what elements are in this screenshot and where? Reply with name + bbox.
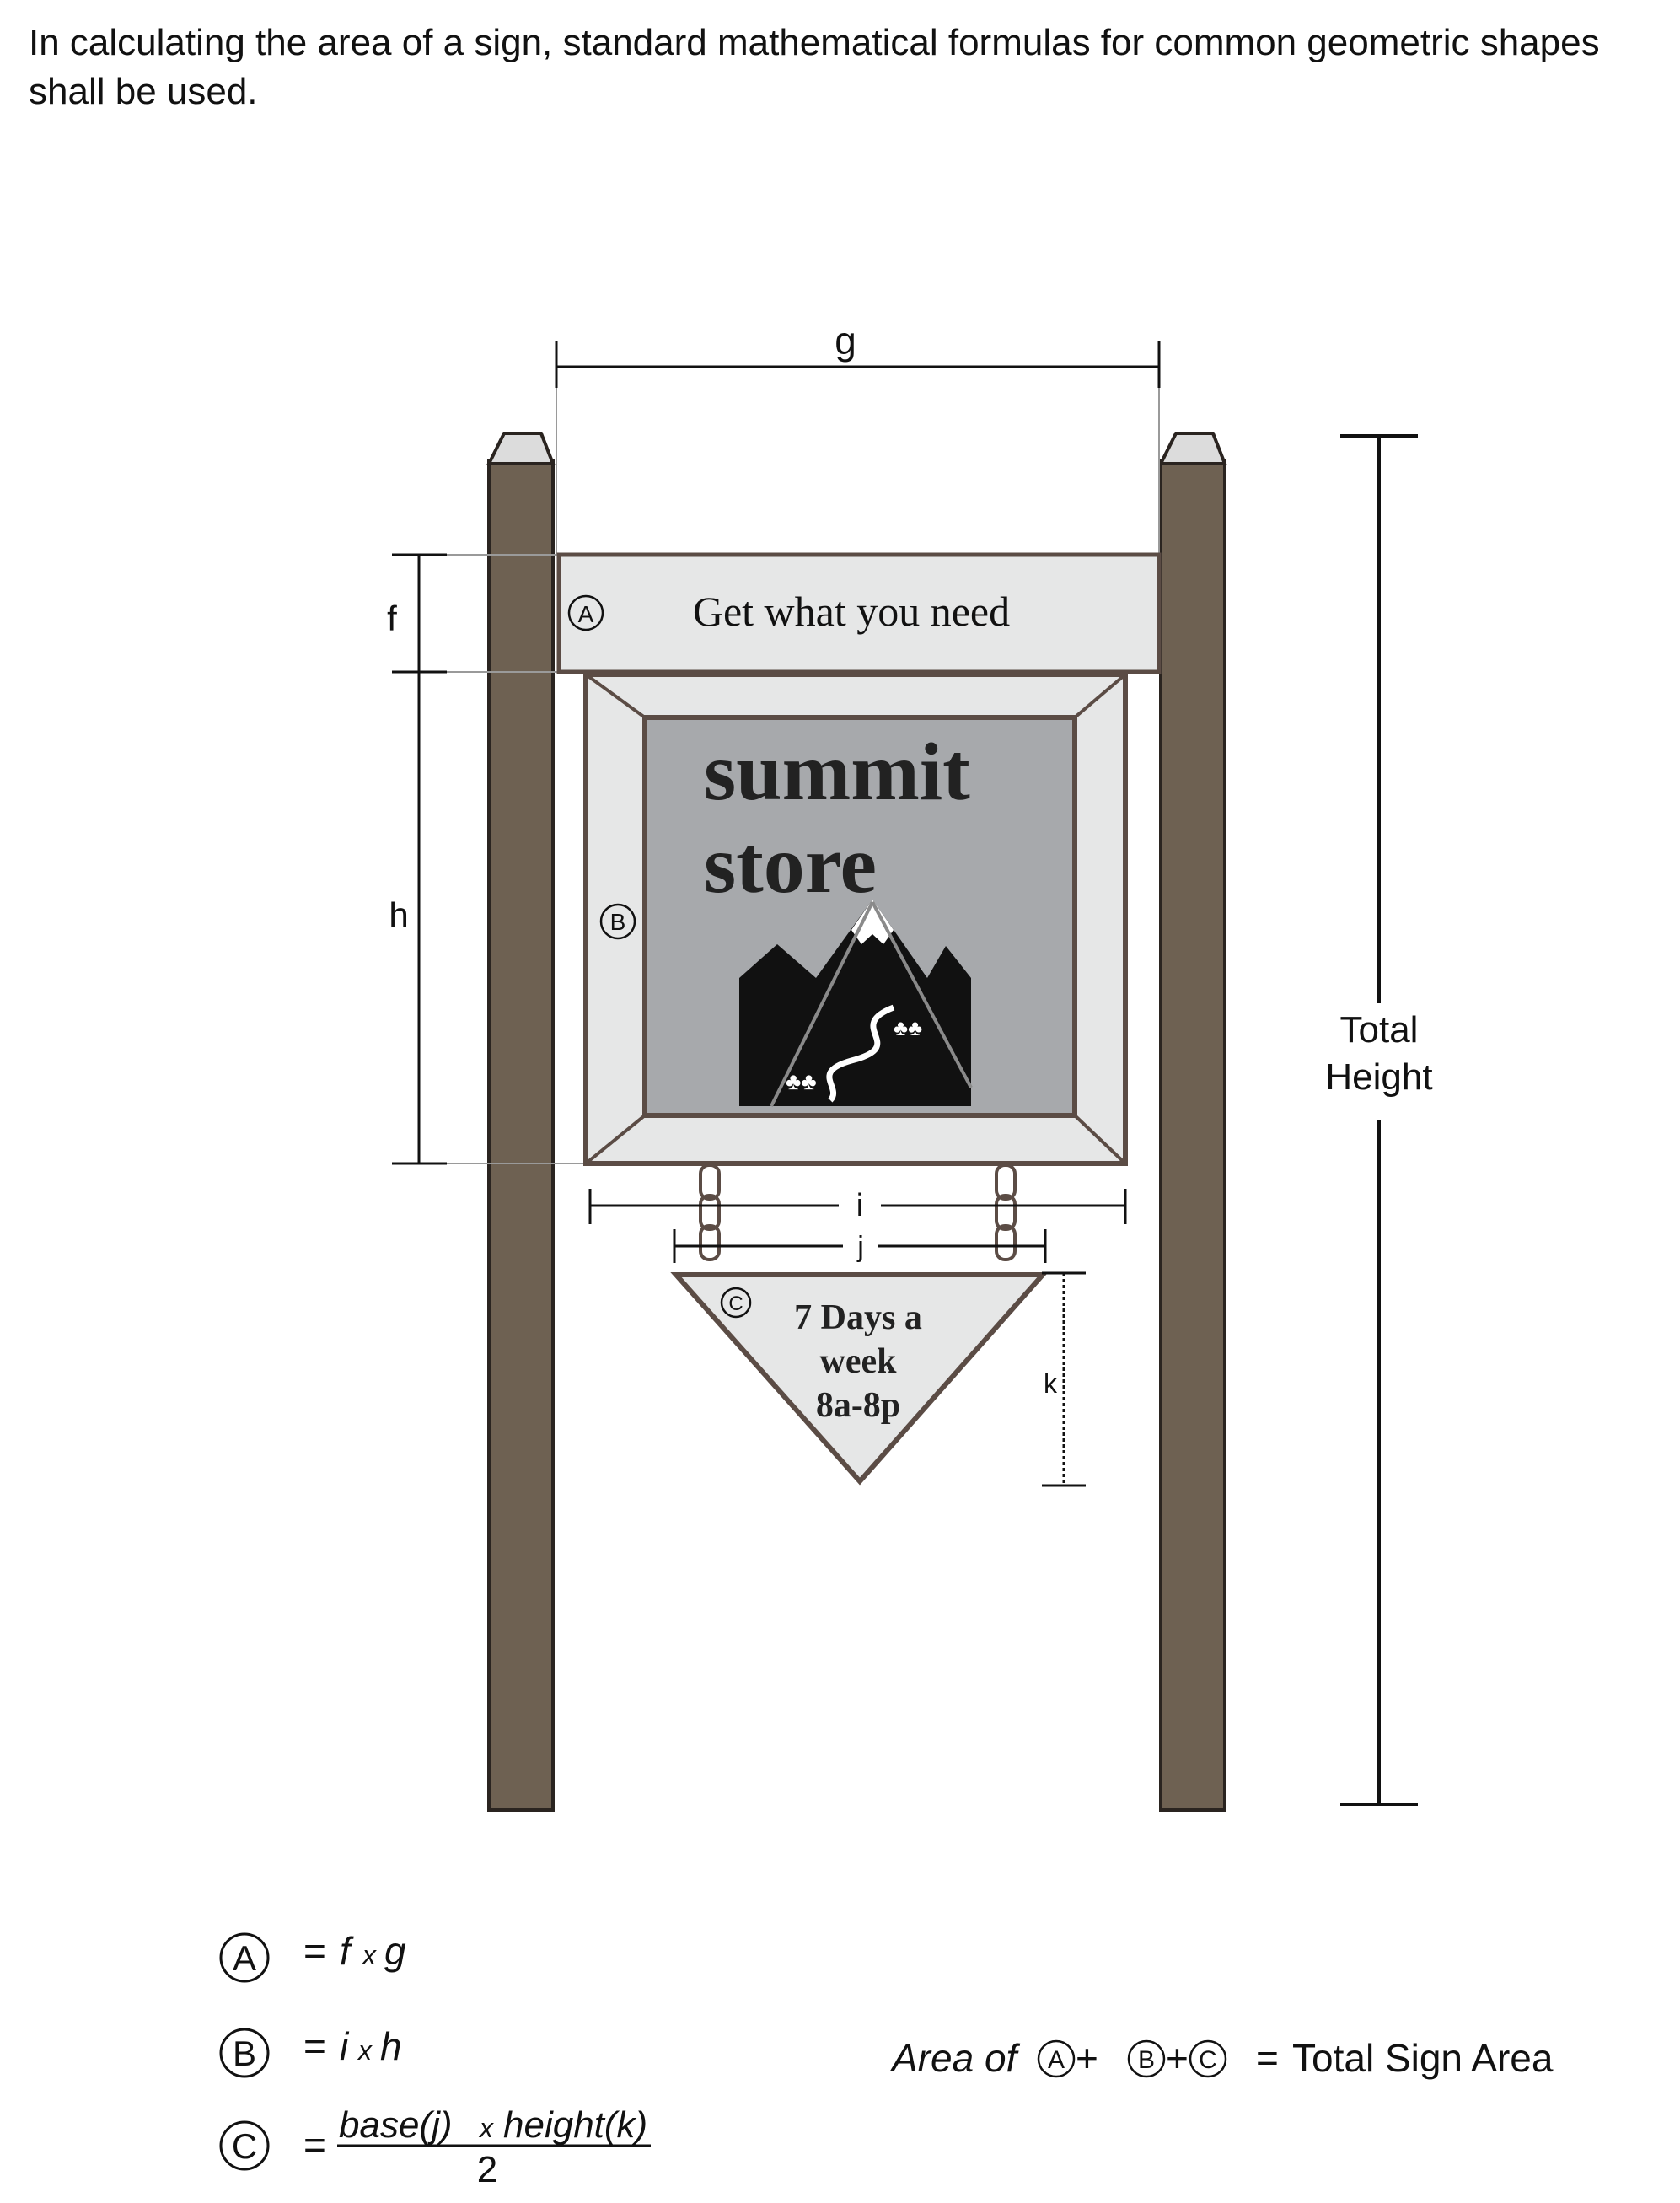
total-area-equals: = bbox=[1256, 2036, 1279, 2080]
sign-a-text: Get what you need bbox=[693, 588, 1010, 635]
intro-text: In calculating the area of a sign, stand… bbox=[29, 22, 1600, 112]
total-area-prefix: Area of bbox=[889, 2036, 1021, 2080]
dimension-g-label: g bbox=[835, 319, 856, 363]
sign-b-title-line2: store bbox=[704, 819, 877, 911]
total-area-result: Total Sign Area bbox=[1292, 2036, 1554, 2080]
total-area-plus2: + bbox=[1166, 2036, 1189, 2080]
total-area-marker-b: B bbox=[1138, 2046, 1155, 2074]
left-post bbox=[486, 432, 556, 1812]
formula-c-eq: = bbox=[303, 2123, 326, 2167]
mountain-logo-icon: ♣♣ ♣♣ bbox=[739, 900, 973, 1107]
right-post-cap bbox=[1157, 432, 1227, 465]
formula-b-eq: = bbox=[303, 2024, 326, 2068]
dimension-total-height: Total Height bbox=[1325, 434, 1433, 1806]
svg-text:♣♣: ♣♣ bbox=[894, 1015, 922, 1040]
sign-c-marker-circle bbox=[720, 1287, 752, 1319]
chain-left bbox=[699, 1163, 721, 1261]
formula-a-f: f bbox=[340, 1929, 354, 1973]
total-area-marker-c: C bbox=[1199, 2046, 1217, 2074]
formula-a-times: x bbox=[361, 1940, 377, 1970]
total-height-label-line2: Height bbox=[1325, 1056, 1432, 1098]
sign-b-marker: B bbox=[610, 909, 626, 935]
formula-b-marker: B bbox=[233, 2034, 256, 2073]
formula-c-marker: C bbox=[232, 2126, 257, 2166]
sign-a-marker-circle bbox=[567, 594, 604, 631]
right-post-shaft bbox=[1159, 459, 1226, 1812]
sign-c-line3: 8a-8p bbox=[816, 1386, 900, 1425]
dimension-j-label: j bbox=[856, 1231, 864, 1263]
sign-c-line1: 7 Days a bbox=[794, 1298, 922, 1337]
sign-a-marker: A bbox=[578, 601, 594, 627]
formula-b: B = i x h bbox=[219, 2024, 402, 2078]
formula-a-marker: A bbox=[233, 1938, 256, 1978]
total-area-marker-a: A bbox=[1048, 2046, 1065, 2074]
dimension-f-label: f bbox=[387, 599, 397, 638]
sign-b-title-line1: summit bbox=[704, 727, 970, 818]
right-post bbox=[1157, 432, 1227, 1812]
formula-b-i: i bbox=[340, 2024, 350, 2068]
dimension-h: h bbox=[389, 670, 586, 1165]
total-height-label-line1: Total bbox=[1340, 1009, 1419, 1050]
dimension-i-label: i bbox=[856, 1188, 863, 1223]
formula-b-times: x bbox=[357, 2035, 373, 2066]
formula-a: A = f x g bbox=[219, 1929, 406, 1983]
svg-text:♣♣: ♣♣ bbox=[786, 1068, 817, 1094]
total-area-plus1: + bbox=[1076, 2036, 1098, 2080]
chain-right bbox=[995, 1163, 1017, 1261]
formula-c-height: height(k) bbox=[503, 2104, 647, 2146]
formula-b-h: h bbox=[380, 2024, 402, 2068]
formula-a-g: g bbox=[384, 1929, 406, 1973]
dimension-g: g bbox=[555, 319, 1161, 555]
formula-c-times: x bbox=[478, 2113, 494, 2143]
sign-c-marker: C bbox=[728, 1292, 743, 1315]
formula-c: C = base(j) x height(k) 2 bbox=[219, 2104, 651, 2190]
sign-c-line2: week bbox=[820, 1342, 898, 1381]
sign-c-panel: C 7 Days a week 8a-8p bbox=[670, 1272, 1049, 1486]
sign-b-marker-circle bbox=[599, 903, 636, 940]
left-post-cap bbox=[486, 432, 556, 465]
sign-a-panel: A Get what you need bbox=[556, 552, 1162, 674]
dimension-h-label: h bbox=[389, 895, 408, 935]
formula-c-denominator: 2 bbox=[477, 2149, 497, 2190]
formula-c-base: base(j) bbox=[339, 2104, 453, 2146]
dimension-j: j bbox=[673, 1229, 1047, 1263]
dimension-i: i bbox=[588, 1188, 1127, 1224]
dimension-f: f bbox=[387, 553, 559, 672]
total-area-formula: Area of A + B + C = Total Sign Area bbox=[889, 2036, 1554, 2080]
dimension-k-label: k bbox=[1044, 1368, 1058, 1399]
left-post-shaft bbox=[487, 459, 555, 1812]
dimension-k: k bbox=[1042, 1271, 1086, 1487]
formula-a-eq: = bbox=[303, 1929, 326, 1973]
sign-b-panel: B summit store ♣♣ ♣♣ bbox=[583, 672, 1128, 1166]
